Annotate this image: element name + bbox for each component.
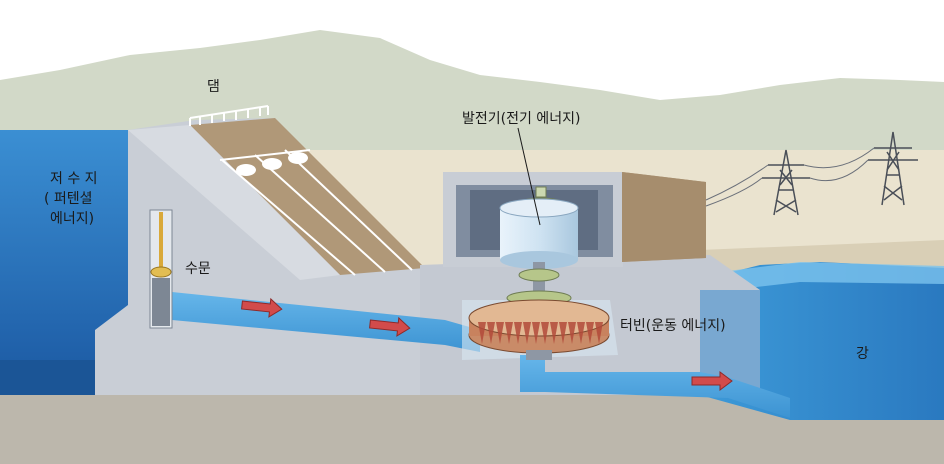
turbine-blade — [577, 322, 585, 344]
spillway-line — [254, 154, 386, 273]
turbine-blade — [559, 322, 567, 344]
spillway-line — [221, 159, 356, 276]
sluice-gate-rod — [159, 212, 163, 274]
reservoir-label-line2: ( 퍼텐셜 — [44, 191, 93, 207]
power-tower-icon — [868, 131, 918, 206]
spillway-gate — [288, 152, 308, 164]
powerhouse-side — [622, 172, 706, 262]
turbine-label: 터빈(운동 에너지) — [620, 318, 726, 334]
turbine-blade — [514, 322, 522, 344]
generator-label: 발전기(전기 에너지) — [462, 111, 581, 127]
spillway-line — [219, 149, 311, 161]
dam-label: 댐 — [207, 79, 220, 95]
turbine-blade — [523, 322, 531, 344]
turbine-blade — [550, 322, 558, 344]
river-water — [700, 262, 944, 420]
power-lines — [705, 147, 875, 207]
arrow-right-icon — [241, 297, 283, 318]
turbine-blade — [478, 322, 486, 344]
turbine-blade — [568, 322, 576, 344]
powerhouse-right-face — [700, 290, 760, 395]
reservoir-water — [0, 130, 130, 360]
river-surface — [720, 262, 944, 290]
draft-tube — [520, 355, 790, 418]
turbine-blade — [595, 322, 603, 344]
turbine-blade — [541, 322, 549, 344]
spillway-gate — [236, 164, 256, 176]
arrow-right-icon — [369, 316, 411, 337]
spillway-gate — [262, 158, 282, 170]
railing-icon — [189, 105, 269, 126]
reservoir-label-line3: 에너지) — [50, 211, 95, 227]
turbine-blade — [532, 322, 540, 344]
turbine — [468, 299, 610, 360]
turbine-blade — [487, 322, 495, 344]
sluice-gate-label: 수문 — [185, 261, 211, 277]
sluice-gate-plate — [152, 278, 170, 326]
turbine-blade — [586, 322, 594, 344]
dam-top-edge — [128, 125, 340, 280]
power-tower-icon — [762, 149, 810, 216]
flow-arrows — [241, 297, 733, 391]
sluice-gate-ring — [150, 266, 172, 278]
river-label: 강 — [856, 346, 869, 362]
reservoir-label-line1: 저 수 지 — [50, 171, 98, 187]
ground — [0, 395, 944, 464]
spillway-line — [284, 149, 413, 271]
turbine-blade — [505, 322, 513, 344]
arrow-right-icon — [691, 371, 733, 391]
turbine-blade — [496, 322, 504, 344]
